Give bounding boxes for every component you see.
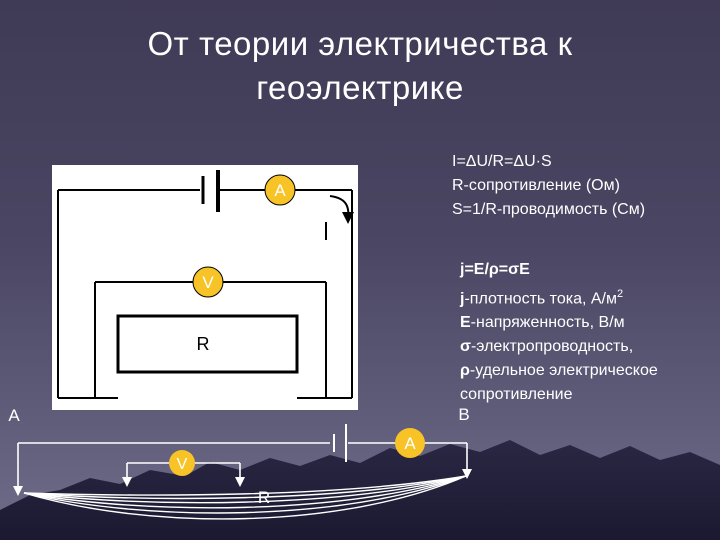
field-strength-text: -напряженность, В/м — [470, 314, 625, 332]
field-strength-definition: E-напряженность, В/м — [460, 311, 658, 335]
resistance-definition: R-сопротивление (Ом) — [452, 177, 620, 194]
current-line — [23, 475, 467, 500]
exponent: 2 — [616, 288, 624, 300]
voltmeter-label: V — [202, 273, 214, 292]
electrode-b-label: B — [458, 405, 469, 424]
voltmeter-icon — [192, 266, 224, 298]
electrode-a-arrow-icon — [13, 486, 23, 496]
formula-block-field: j=E/ρ=σE j-плотность тока, А/м2 E-напряж… — [460, 258, 658, 407]
arrow-head-icon — [342, 212, 354, 224]
resistivity-definition-cont: сопротивление — [460, 386, 573, 404]
electrode-b-arrow-icon — [462, 469, 472, 479]
current-density-definition: j-плотность тока, А/м2 — [460, 282, 658, 311]
symbol-sigma: σ — [460, 338, 471, 356]
ammeter-icon — [264, 174, 296, 206]
current-density-text: -плотность тока, А/м — [464, 290, 617, 308]
conductance-definition: S=1/R-проводимость (См) — [452, 201, 646, 218]
current-line — [23, 475, 467, 504]
resistivity-definition: ρ-удельное электрическое — [460, 359, 658, 383]
electrode-n-arrow-icon — [235, 477, 245, 487]
resistivity-text: -удельное электрическое — [469, 362, 658, 380]
mountain-silhouette — [0, 440, 720, 540]
ground-resistance-label: R — [258, 488, 270, 507]
electrode-a-label: A — [8, 406, 20, 425]
ground-ammeter-label: A — [404, 434, 416, 453]
ohm-law-formula: I=ΔU/R=ΔU·S — [452, 153, 552, 170]
symbol-j: j — [460, 290, 465, 308]
conductivity-text: -электропроводность, — [470, 338, 634, 356]
current-line — [23, 475, 467, 514]
formula-block-ohm: I=ΔU/R=ΔU·S R-сопротивление (Ом) S=1/R-п… — [452, 150, 645, 222]
ammeter-icon — [395, 428, 425, 458]
slide-title: От теории электричества к геоэлектрике — [0, 22, 720, 110]
current-line — [23, 475, 467, 496]
title-line-2: геоэлектрике — [256, 69, 464, 106]
symbol-rho: ρ — [460, 362, 470, 380]
current-line — [23, 475, 467, 509]
current-line — [23, 475, 467, 520]
ground-voltmeter-label: V — [177, 456, 188, 473]
resistor-box — [116, 314, 299, 374]
electrode-m-arrow-icon — [122, 477, 132, 487]
current-density-formula: j=E/ρ=σE — [460, 261, 530, 278]
symbol-e: E — [460, 314, 471, 332]
ammeter-label: A — [274, 181, 286, 200]
resistor-label: R — [197, 334, 210, 354]
conductivity-definition: σ-электропроводность, — [460, 335, 658, 359]
voltmeter-icon — [169, 450, 195, 476]
title-line-1: От теории электричества к — [147, 25, 573, 62]
